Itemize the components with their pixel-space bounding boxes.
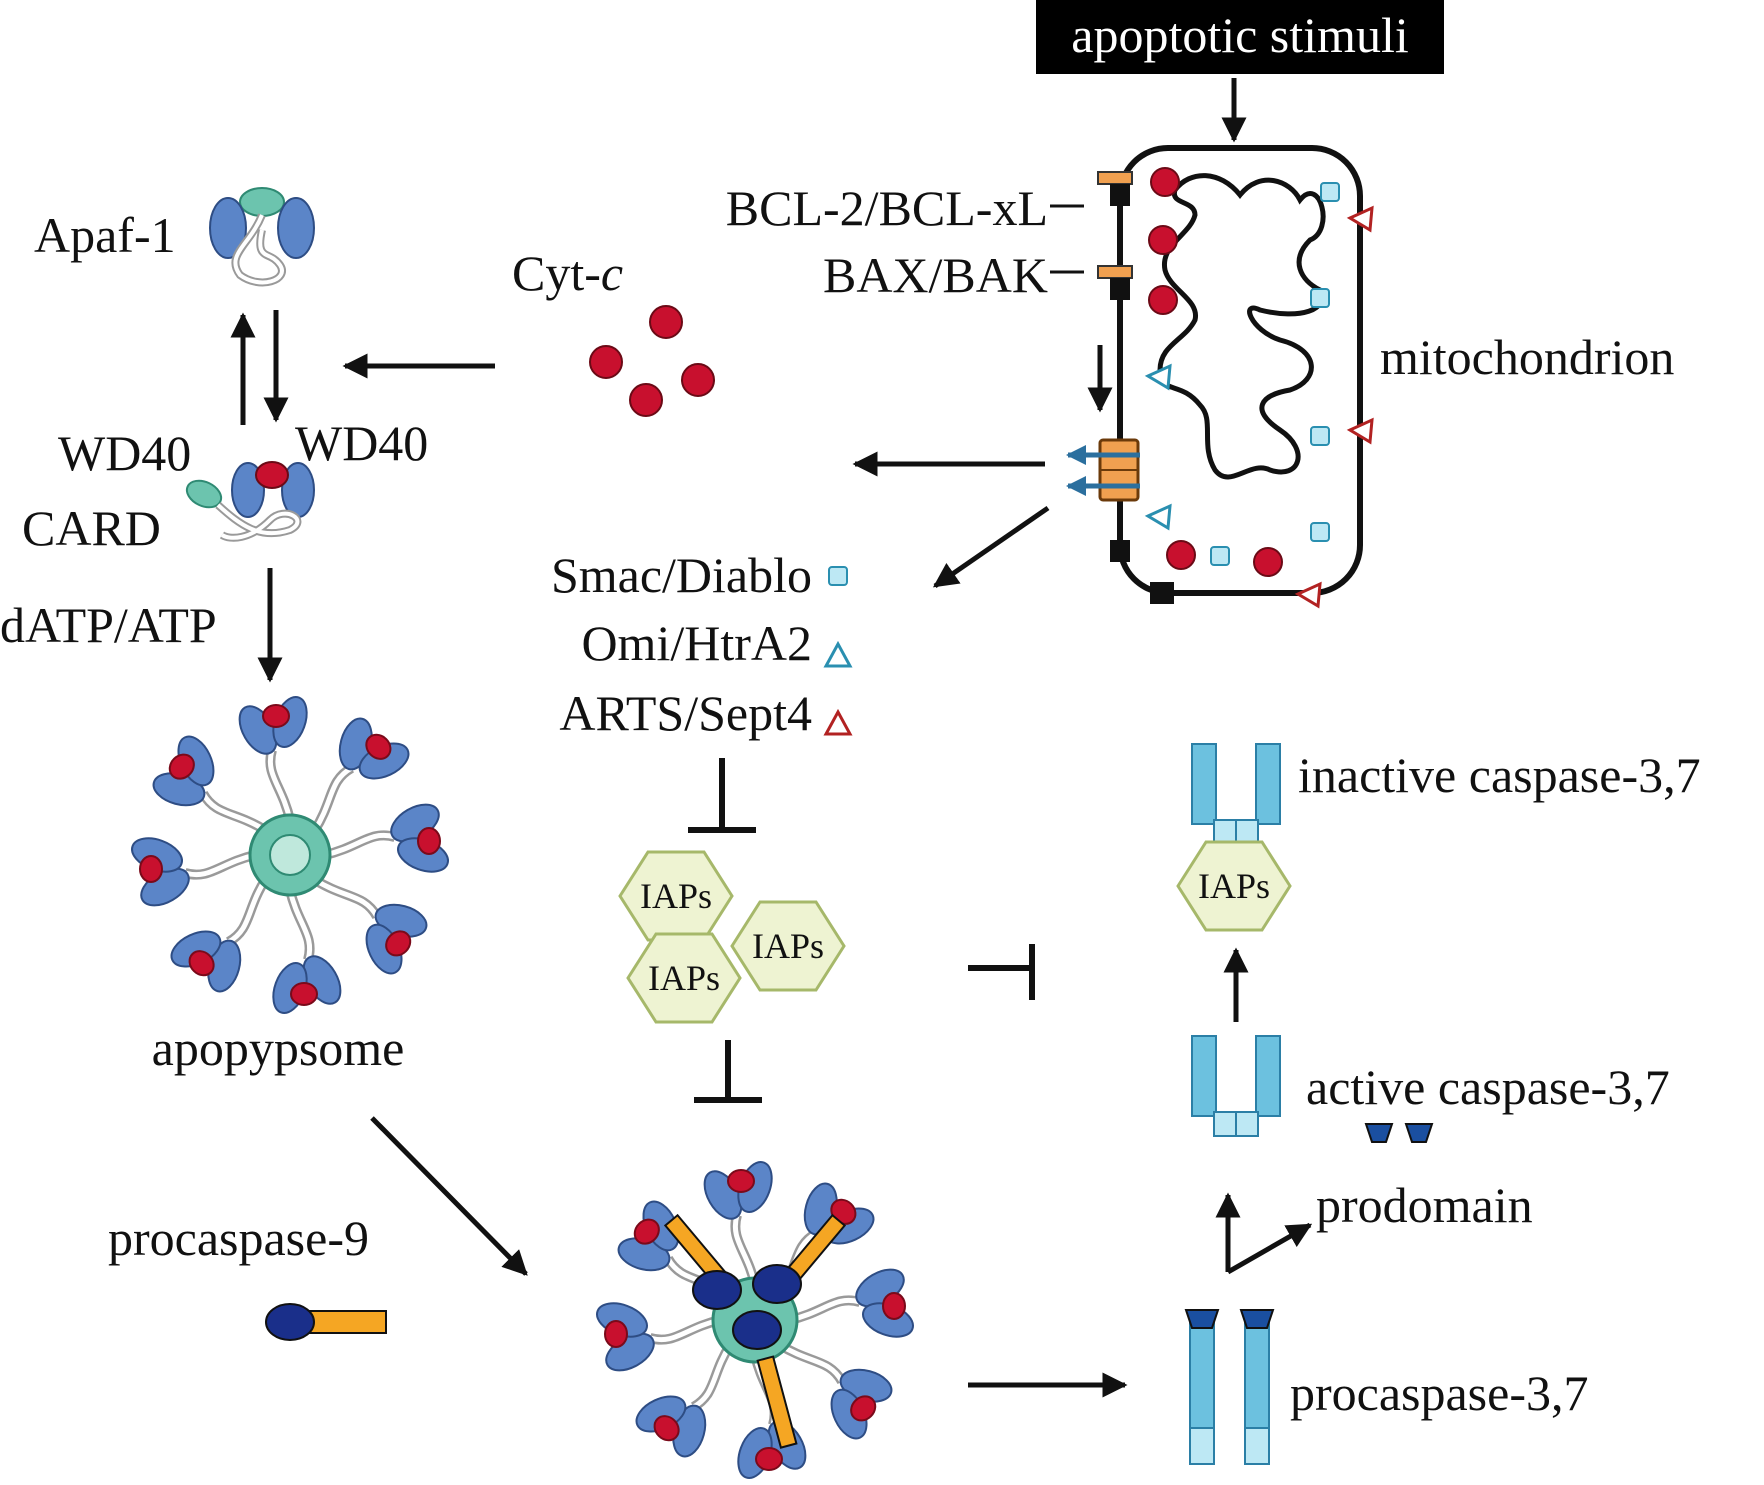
arrow-apoptosome-to-holoenzyme xyxy=(370,1116,528,1276)
omi-label: Omi/HtrA2 xyxy=(581,615,812,671)
apaf1-cytc-complex xyxy=(185,461,315,542)
apoptotic-stimuli-label: apoptotic stimuli xyxy=(1071,7,1408,63)
apoptosome xyxy=(127,692,452,1017)
cytc-prefix: Cyt- xyxy=(512,245,601,301)
procaspase37-label: procaspase-3,7 xyxy=(1290,1365,1589,1421)
active-caspase37-label: active caspase-3,7 xyxy=(1306,1059,1670,1115)
omi-icon xyxy=(823,640,853,668)
wd40-right-label: WD40 xyxy=(295,415,428,471)
iaps-label-3: IAPs xyxy=(752,926,824,966)
inactive-caspase37-label: inactive caspase-3,7 xyxy=(1298,747,1701,803)
cytc-suffix: c xyxy=(601,245,623,301)
iaps-label-2: IAPs xyxy=(648,958,720,998)
arrow-prodomain-release xyxy=(1226,1222,1313,1275)
inhibit-bar-caspase xyxy=(968,944,1035,1000)
apopypsome-label: apopypsome xyxy=(152,1020,405,1076)
arrow-mito-to-smac xyxy=(932,505,1050,589)
bcl2-label: BCL-2/BCL-xL xyxy=(726,180,1048,236)
prodomain-label: prodomain xyxy=(1316,1177,1533,1233)
apoptosome-holoenzyme xyxy=(592,1157,917,1482)
iaps-cluster: IAPs IAPs IAPs xyxy=(618,850,846,1024)
cytc-label: Cyt-c xyxy=(512,245,623,301)
datp-label: dATP/ATP xyxy=(0,597,217,653)
card-label: CARD xyxy=(22,500,161,556)
inactive-caspase37-icon: IAPs xyxy=(1176,743,1292,932)
arts-label: ARTS/Sept4 xyxy=(559,685,812,741)
smac-label: Smac/Diablo xyxy=(551,547,812,603)
iaps-label-bound: IAPs xyxy=(1198,866,1270,906)
procaspase37-icon xyxy=(1184,1309,1275,1465)
inhibit-bar-iaps xyxy=(688,758,756,833)
apaf1-label: Apaf-1 xyxy=(34,207,176,263)
mitochondrion-label: mitochondrion xyxy=(1380,329,1674,385)
procaspase9-label: procaspase-9 xyxy=(108,1210,369,1266)
wd40-left-label: WD40 xyxy=(58,425,191,481)
mitochondrion xyxy=(1066,145,1374,609)
inhibit-bar-apoptosome xyxy=(694,1040,762,1103)
arts-icon xyxy=(823,708,853,736)
cytc-molecules xyxy=(589,305,715,417)
apoptotic-stimuli-box: apoptotic stimuli xyxy=(1036,0,1444,74)
smac-icon xyxy=(828,566,848,586)
prodomain-fragments xyxy=(1364,1123,1434,1143)
procaspase9-icon xyxy=(265,1303,387,1341)
iaps-label-1: IAPs xyxy=(640,876,712,916)
active-caspase37-icon xyxy=(1191,1035,1281,1137)
bax-label: BAX/BAK xyxy=(823,247,1048,303)
apaf1-monomer xyxy=(209,187,315,287)
